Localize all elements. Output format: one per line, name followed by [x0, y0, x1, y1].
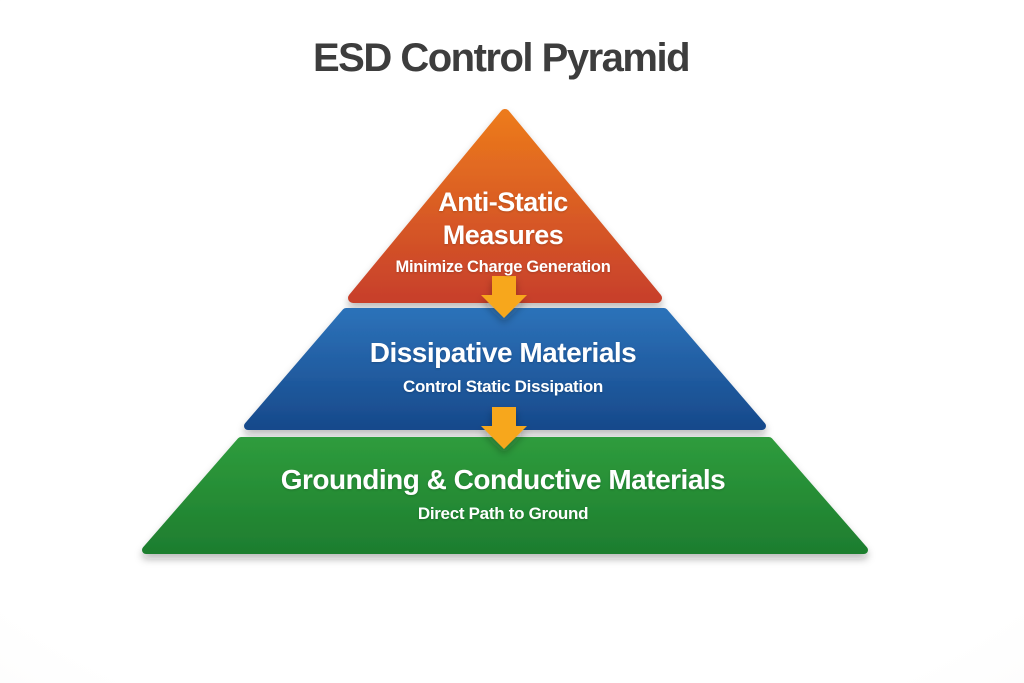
down-arrow-icon-1: [481, 276, 527, 318]
tier3-grounding-shape: [142, 437, 868, 554]
diagram-title: ESD Control Pyramid: [312, 36, 691, 80]
down-arrow-icon-2: [481, 407, 527, 449]
tier1-anti-static-shape: [348, 109, 662, 303]
tier2-dissipative-shape: [244, 308, 766, 430]
